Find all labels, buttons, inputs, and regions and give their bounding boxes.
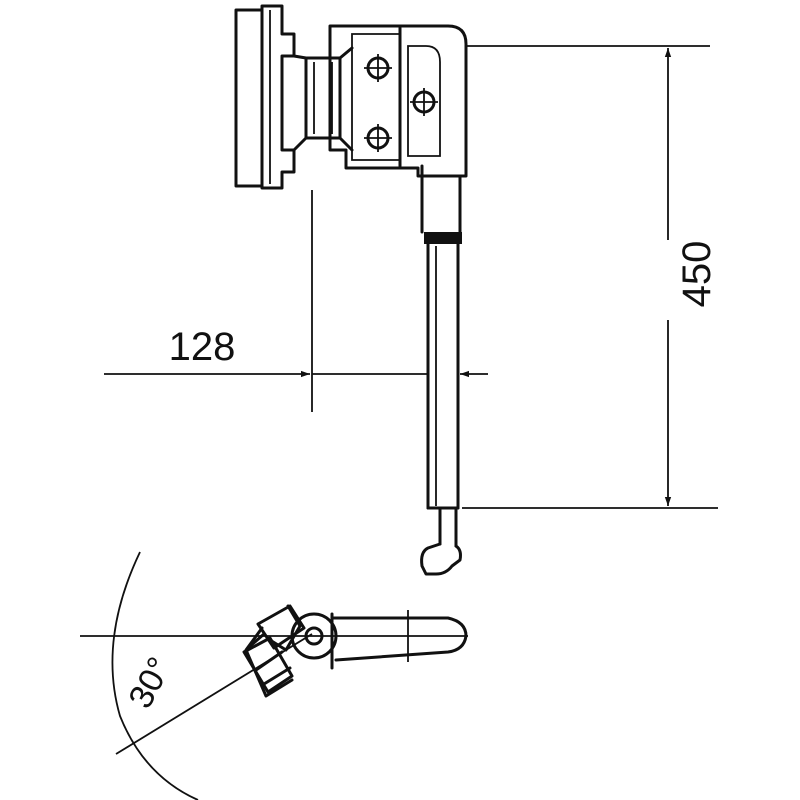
dimension-height: 450 (462, 45, 719, 509)
lever-arm (330, 616, 468, 662)
mounting-bracket (234, 4, 468, 234)
angle-label: 30° (121, 651, 179, 714)
angle-arc (111, 551, 199, 800)
clamp-lever: 30° (80, 551, 468, 800)
knurled-knob (242, 604, 306, 698)
screw-hole-3 (364, 124, 392, 152)
hinge-barrel (304, 56, 342, 140)
support-rod (420, 232, 462, 576)
width-dimension-label: 128 (169, 325, 236, 369)
dimension-width: 128 (104, 190, 488, 412)
rod-collar (424, 232, 462, 244)
rod-foot (420, 542, 462, 576)
height-dimension-label: 450 (675, 241, 719, 308)
bracket-plate (328, 24, 468, 178)
screw-hole-2 (410, 88, 438, 116)
back-plate (234, 8, 264, 188)
screw-hole-1 (364, 54, 392, 82)
